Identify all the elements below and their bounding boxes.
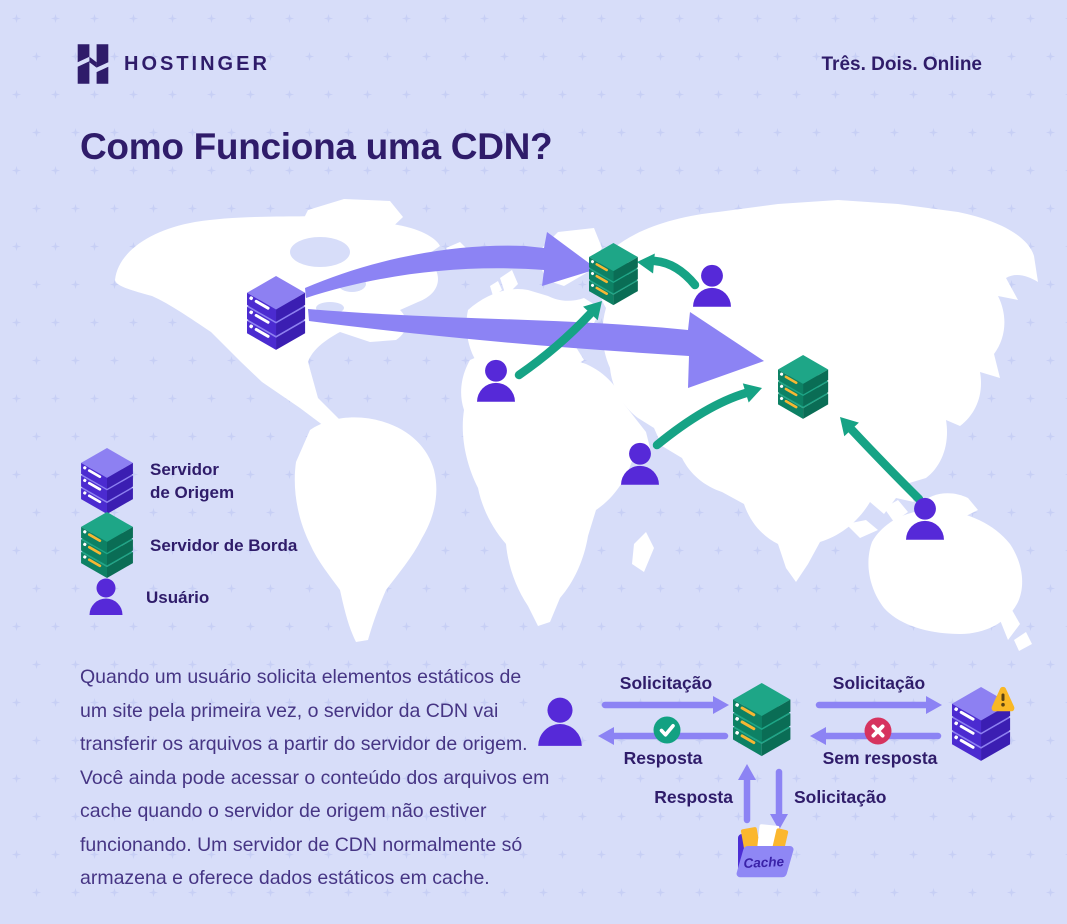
error-x-icon	[864, 717, 892, 745]
page-title: Como Funciona uma CDN?	[80, 126, 553, 167]
ireland	[490, 281, 502, 296]
label-request-user: Solicitação	[620, 673, 712, 693]
brand-tagline: Três. Dois. Online	[821, 54, 983, 75]
brand-wordmark: HOSTINGER	[124, 52, 270, 75]
cache-folder-icon: Cache	[736, 824, 794, 878]
africa	[461, 349, 650, 626]
japan	[864, 304, 886, 336]
legend-edge-label: Servidor de Borda	[150, 535, 298, 555]
label-request-origin: Solicitação	[833, 673, 925, 693]
origin-server-legend-icon	[80, 448, 134, 514]
legend-item-origin: Servidor de Origem	[80, 448, 234, 514]
user-arrows	[514, 256, 924, 504]
world-map	[115, 199, 1038, 651]
flow-edge-server-icon	[733, 683, 790, 756]
legend-item-user: Usuário	[86, 576, 209, 618]
arrow-origin-to-asia	[308, 309, 764, 388]
legend-origin-line1: Servidor	[150, 460, 219, 479]
legend-user-label: Usuário	[146, 587, 210, 607]
arrow-user-ea	[652, 388, 751, 450]
arrow-user-ru	[650, 256, 700, 290]
header: HOSTINGER	[75, 44, 270, 84]
hostinger-logo-icon	[77, 44, 109, 84]
cache-label: Cache	[743, 854, 785, 871]
arrow-origin-to-europe	[305, 232, 597, 298]
origin-arrows	[305, 232, 764, 388]
warning-triangle-icon	[991, 686, 1015, 712]
flow-labels: Solicitação Resposta Solicitação Sem res…	[620, 673, 938, 807]
arrow-user-au	[847, 425, 924, 504]
label-response-cache: Resposta	[654, 787, 733, 807]
arrow-user-na	[514, 309, 595, 380]
new-zealand-2	[1014, 632, 1032, 651]
british-isles	[500, 270, 518, 296]
madagascar	[632, 532, 654, 572]
new-zealand	[1000, 610, 1020, 640]
legend-origin-line2: de Origem	[150, 483, 235, 502]
label-request-cache: Solicitação	[794, 787, 886, 807]
indonesia	[790, 514, 834, 532]
label-no-response: Sem resposta	[823, 748, 938, 768]
australia	[868, 509, 1023, 634]
label-response-user: Resposta	[624, 748, 703, 768]
legend-item-edge: Servidor de Borda	[80, 512, 297, 578]
south-america	[294, 417, 437, 642]
indochina	[790, 447, 836, 524]
edge-server-legend-icon	[80, 512, 134, 578]
body-paragraph: Quando um usuário solicita elementos est…	[80, 666, 550, 889]
success-check-icon	[653, 716, 681, 744]
indonesia-2	[846, 520, 878, 538]
user-legend-icon	[89, 578, 123, 615]
philippines	[884, 500, 908, 522]
flow-diagram: Cache Solicitação Resposta Solicitação S…	[538, 673, 1015, 878]
